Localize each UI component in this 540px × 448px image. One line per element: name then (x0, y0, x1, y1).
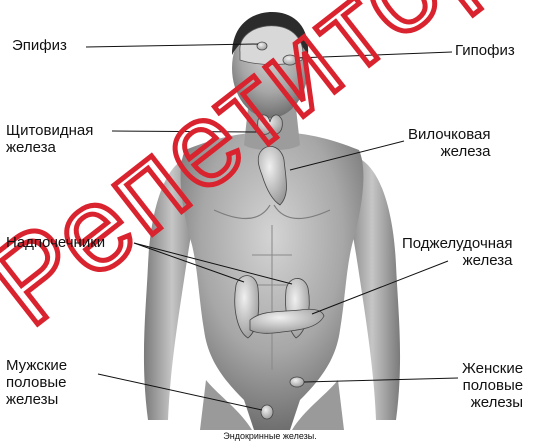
caption: Эндокринные железы. (0, 431, 540, 441)
label-thymus: Вилочковая железа (408, 126, 490, 160)
label-female-gonads: Женские половые железы (462, 360, 523, 411)
label-thyroid: Щитовидная железа (6, 122, 93, 156)
pituitary-gland (283, 55, 297, 65)
label-adrenals: Надпочечники (6, 234, 105, 251)
pituitary-line (296, 52, 452, 58)
human-figure (144, 12, 400, 430)
label-pancreas: Поджелудочная железа (402, 235, 513, 269)
epiphysis-gland (257, 42, 267, 50)
ovary-gland (290, 377, 304, 387)
label-male-gonads: Мужские половые железы (6, 357, 67, 408)
testis-gland (261, 405, 273, 419)
label-epiphysis: Эпифиз (12, 37, 67, 54)
label-pituitary: Гипофиз (455, 42, 515, 59)
epiphysis-line (86, 44, 258, 47)
thyroid-line (112, 131, 258, 132)
